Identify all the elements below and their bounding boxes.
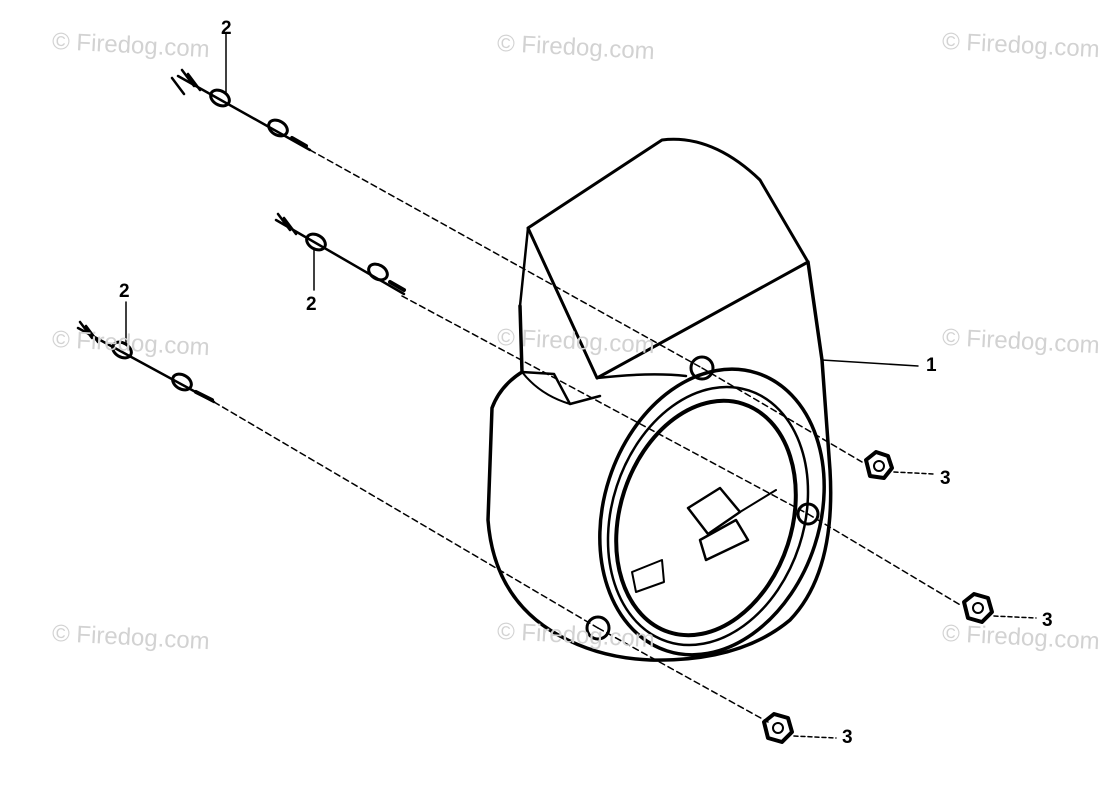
stud-top bbox=[170, 33, 312, 152]
callout-stud-top: 2 bbox=[221, 18, 232, 39]
callout-nut-bottom: 3 bbox=[842, 727, 853, 748]
callout-nut-far-right: 3 bbox=[1042, 610, 1053, 631]
stud-bottom bbox=[76, 301, 216, 404]
callout-stud-middle: 2 bbox=[306, 294, 317, 315]
alignment-lines bbox=[213, 149, 963, 723]
callout-nut-upper-right: 3 bbox=[940, 468, 951, 489]
fan-shroud bbox=[486, 137, 919, 662]
nut-bottom bbox=[762, 712, 837, 744]
nut-far-right bbox=[962, 592, 1037, 624]
stud-middle bbox=[274, 212, 406, 296]
callout-shroud: 1 bbox=[926, 355, 937, 376]
callout-stud-bottom: 2 bbox=[119, 281, 130, 302]
nut-upper-right bbox=[864, 450, 935, 480]
